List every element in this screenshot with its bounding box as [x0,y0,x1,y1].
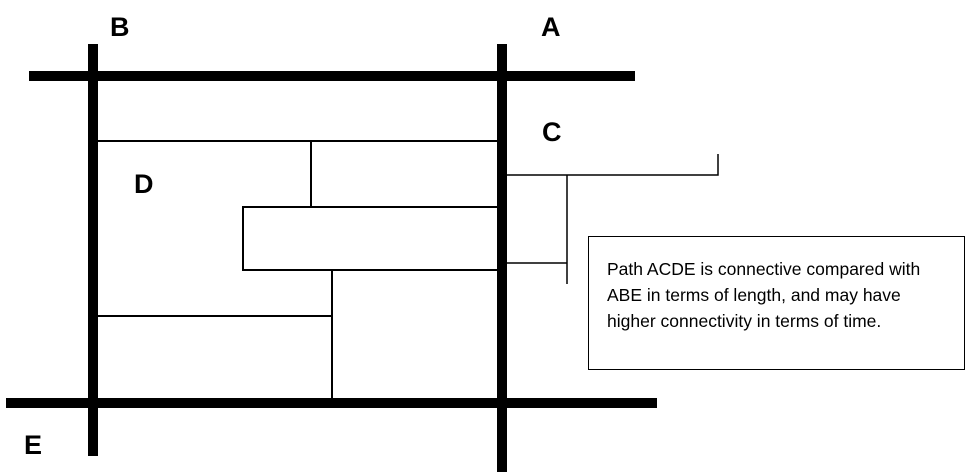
secondary-paths [93,140,502,400]
label-a: A [541,12,561,42]
path-middle-block [242,206,502,271]
label-c: C [542,117,562,147]
path-branch-right [502,154,719,176]
label-e: E [24,430,42,460]
main-streets [6,44,657,472]
branch-paths [502,154,719,284]
label-b: B [110,12,130,42]
label-d: D [134,169,154,199]
annotation-text: Path ACDE is connective compared with AB… [607,259,921,331]
annotation-box: Path ACDE is connective compared with AB… [588,236,965,370]
